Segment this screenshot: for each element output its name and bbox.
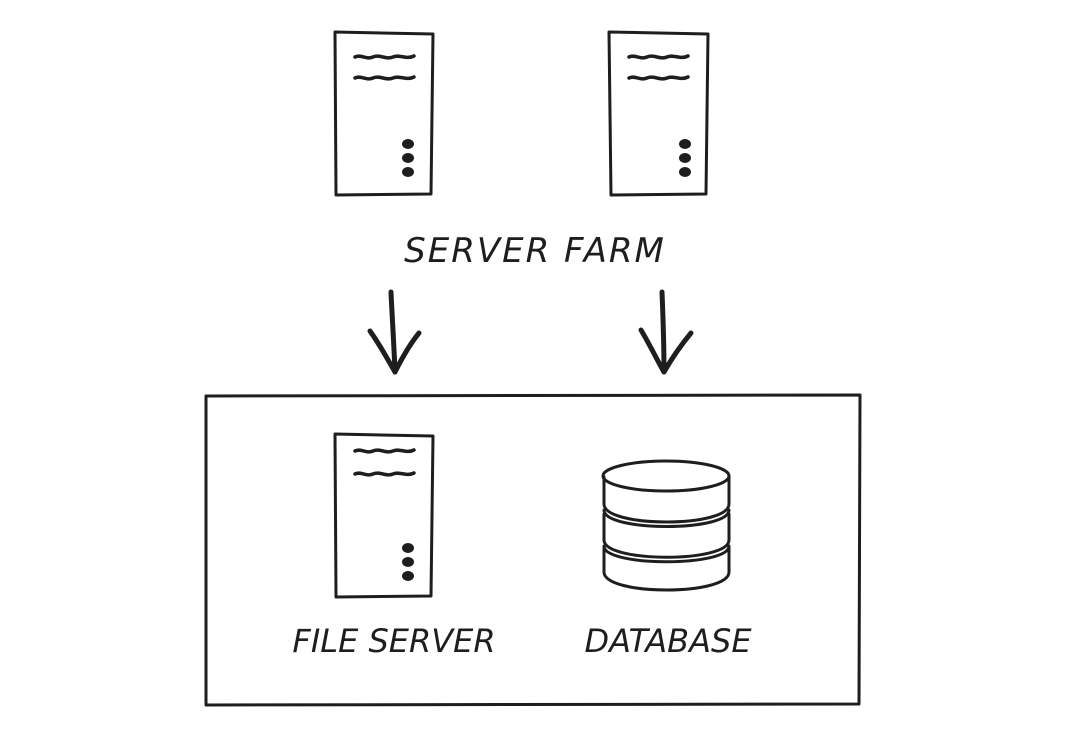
server-farm-label: SERVER FARM	[404, 231, 666, 271]
infrastructure-box	[204, 393, 862, 707]
file-server-label: FILE SERVER	[292, 622, 495, 660]
database-icon	[601, 459, 731, 592]
server-icon	[607, 30, 710, 197]
database-label: DATABASE	[584, 622, 752, 660]
arrow-down-icon	[638, 289, 694, 375]
arrow-down-icon	[367, 289, 422, 375]
server-icon	[333, 30, 435, 197]
server-icon	[333, 432, 435, 599]
